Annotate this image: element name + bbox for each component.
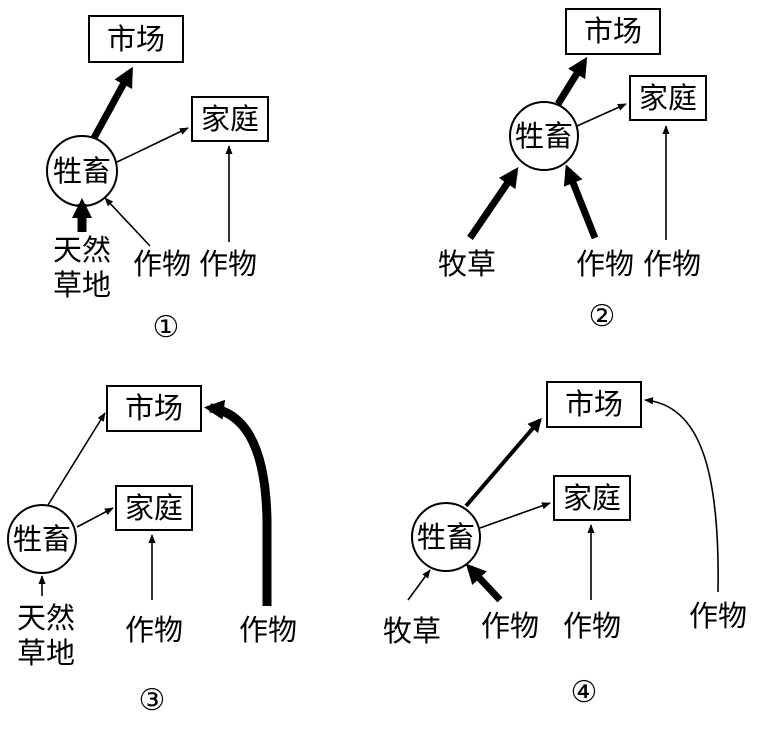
market-box [88, 15, 184, 63]
arrow-crops-to-livestock [104, 197, 151, 247]
arrow-livestock-to-household [116, 127, 189, 163]
panel-number: ② [589, 299, 616, 334]
panel-1: 市场 家庭 牲畜 天然 草地 作物 作物 ① [46, 15, 269, 345]
panel-4: 市场 家庭 牲畜 牧草 作物 作物 作物 ④ [383, 381, 747, 710]
household-label: 家庭 [201, 102, 259, 136]
panel-number: ① [153, 310, 180, 345]
market-label: 市场 [584, 14, 642, 48]
arrow-livestock-to-household [479, 502, 551, 529]
panel-2: 市场 家庭 牲畜 牧草 作物 作物 ② [438, 8, 707, 334]
arrow-livestock-to-market [90, 66, 134, 140]
household-label: 家庭 [563, 481, 621, 515]
arrow-crops-to-livestock [465, 563, 503, 603]
crops-label-a: 作物 [125, 613, 183, 647]
household-box [553, 475, 631, 521]
market-label: 市场 [107, 22, 165, 56]
arrow-crops-to-market [204, 399, 272, 606]
arrow-crops-to-market [644, 397, 719, 593]
livestock-node [509, 101, 579, 171]
crops-label-b: 作物 [239, 613, 297, 647]
household-label: 家庭 [639, 81, 697, 115]
crops-label-b: 作物 [563, 609, 621, 643]
household-label: 家庭 [125, 491, 183, 525]
forage-label: 牧草 [383, 614, 441, 648]
livestock-label: 牲畜 [13, 522, 71, 556]
market-label: 市场 [565, 387, 623, 421]
natural-label-1: 天然 [53, 233, 111, 267]
crops-label-b: 作物 [643, 247, 701, 281]
arrow-livestock-to-household [576, 103, 627, 127]
market-box [565, 8, 661, 55]
livestock-label: 牲畜 [417, 520, 475, 554]
arrow-livestock-to-market [464, 417, 542, 508]
household-box [191, 96, 269, 142]
arrow-forage-to-livestock [467, 167, 519, 240]
crops-label-b: 作物 [199, 247, 257, 281]
panel-3: 市场 家庭 牲畜 天然 草地 作物 作物 ③ [7, 385, 297, 718]
arrow-livestock-to-market [47, 412, 106, 506]
arrow-livestock-to-market [555, 56, 588, 106]
market-label: 市场 [125, 391, 183, 425]
household-box [629, 75, 707, 121]
crops-label-a: 作物 [576, 247, 634, 281]
market-box [546, 381, 642, 428]
crops-label-c: 作物 [689, 599, 747, 633]
panel-number: ④ [571, 675, 598, 710]
natural-label-2: 草地 [17, 636, 75, 670]
crops-label-a: 作物 [133, 247, 191, 281]
natural-label-2: 草地 [53, 268, 111, 302]
natural-label-1: 天然 [17, 601, 75, 635]
arrow-forage-to-livestock [407, 569, 431, 601]
livestock-label: 牲畜 [515, 119, 573, 153]
arrow-livestock-to-household [76, 507, 114, 528]
crops-label-a: 作物 [481, 609, 539, 643]
forage-label: 牧草 [438, 247, 496, 281]
arrow-crops-to-livestock [563, 164, 599, 240]
livestock-node [7, 504, 77, 574]
livestock-label: 牲畜 [53, 154, 111, 188]
market-box [106, 385, 202, 432]
panel-number: ③ [139, 683, 166, 718]
livestock-node [411, 502, 481, 572]
household-box [115, 485, 193, 531]
